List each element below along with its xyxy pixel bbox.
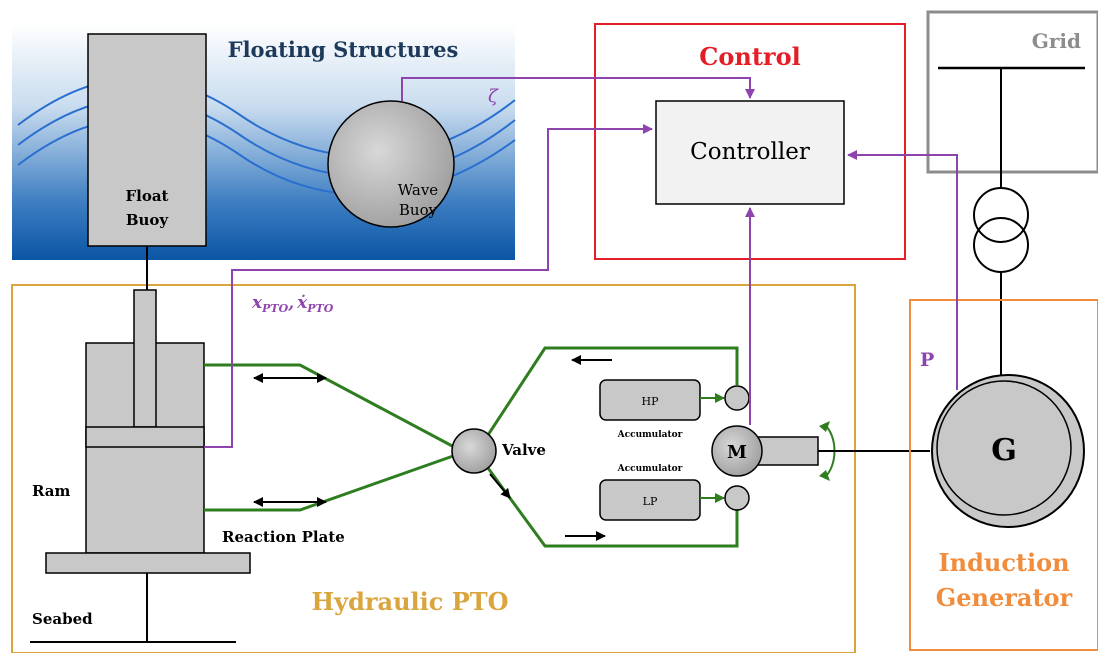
- wave-elevation-symbol: ζ: [488, 86, 499, 107]
- piston-ram: [85, 426, 205, 448]
- reaction-plate-label: Reaction Plate: [222, 528, 345, 546]
- wave-signal-line: [401, 77, 755, 101]
- floating-structures-title: Floating Structures: [228, 37, 459, 62]
- power-label: P: [920, 349, 934, 371]
- wave-buoy-label-line1: Wave: [398, 181, 439, 199]
- wave-buoy-label-line2: Buoy: [399, 201, 438, 219]
- float-buoy-label-line1: Float: [125, 187, 168, 205]
- transformer-coil-upper: [973, 187, 1029, 243]
- control-title: Control: [699, 42, 800, 71]
- motor-label: M: [727, 442, 747, 463]
- grid-border: [926, 10, 1098, 174]
- hp-accumulator: [599, 379, 701, 421]
- lp-accumulator: [599, 479, 701, 521]
- flow-arrow-valve: [489, 473, 511, 499]
- accumulator-label-bottom: Accumulator: [617, 464, 683, 474]
- check-valve-low: [724, 485, 750, 511]
- hydraulic-motor: [711, 425, 763, 477]
- controller-label: Controller: [690, 139, 810, 165]
- piston-rod: [133, 289, 157, 428]
- generator-title-line1: Induction: [938, 548, 1069, 577]
- generator-border: [909, 299, 1098, 651]
- lp-label: LP: [643, 495, 658, 508]
- power-feedback-signal-line: [847, 150, 958, 390]
- motor-shaft: [757, 436, 819, 466]
- ram-label: Ram: [32, 482, 71, 500]
- controller-box: [655, 100, 845, 205]
- generator-inner: [936, 380, 1072, 516]
- pto-feedback-signal-line: [204, 124, 653, 448]
- rotation-arrowhead-top: [819, 421, 830, 432]
- pto-title: Hydraulic PTO: [311, 587, 508, 616]
- hp-label: HP: [642, 395, 660, 408]
- induction-generator-panel: G Induction Generator P: [909, 299, 1098, 651]
- hydraulic-pto-panel: Hydraulic PTO Ram Reaction Plate Seabed …: [11, 246, 930, 653]
- check-valve-high: [724, 385, 750, 411]
- seabed-label: Seabed: [32, 610, 93, 628]
- rotation-arrowhead-bottom: [819, 470, 830, 481]
- pto-border: [11, 284, 856, 653]
- valve: [451, 428, 497, 474]
- float-buoy-label-line2: Buoy: [126, 211, 170, 229]
- grid-title: Grid: [1032, 29, 1081, 53]
- hydraulic-line-low-pressure: [486, 467, 739, 548]
- wave-buoy: [327, 100, 455, 228]
- floating-structures-panel: Float Buoy Wave Buoy Floating Structures…: [12, 24, 516, 260]
- generator-title-line2: Generator: [936, 583, 1073, 612]
- hydraulic-line-lower: [204, 453, 457, 512]
- accumulator-label-top: Accumulator: [617, 430, 683, 440]
- control-panel: Control Controller: [594, 23, 906, 260]
- pto-signal-label: xPTO,ẋPTO: [251, 293, 334, 315]
- generator-symbol: G: [991, 433, 1017, 468]
- hydraulic-line-upper: [204, 363, 457, 450]
- grid-panel: Grid: [926, 10, 1098, 174]
- reaction-plate: [45, 552, 251, 574]
- hydraulic-line-high-pressure: [486, 346, 739, 436]
- valve-label: Valve: [501, 441, 546, 459]
